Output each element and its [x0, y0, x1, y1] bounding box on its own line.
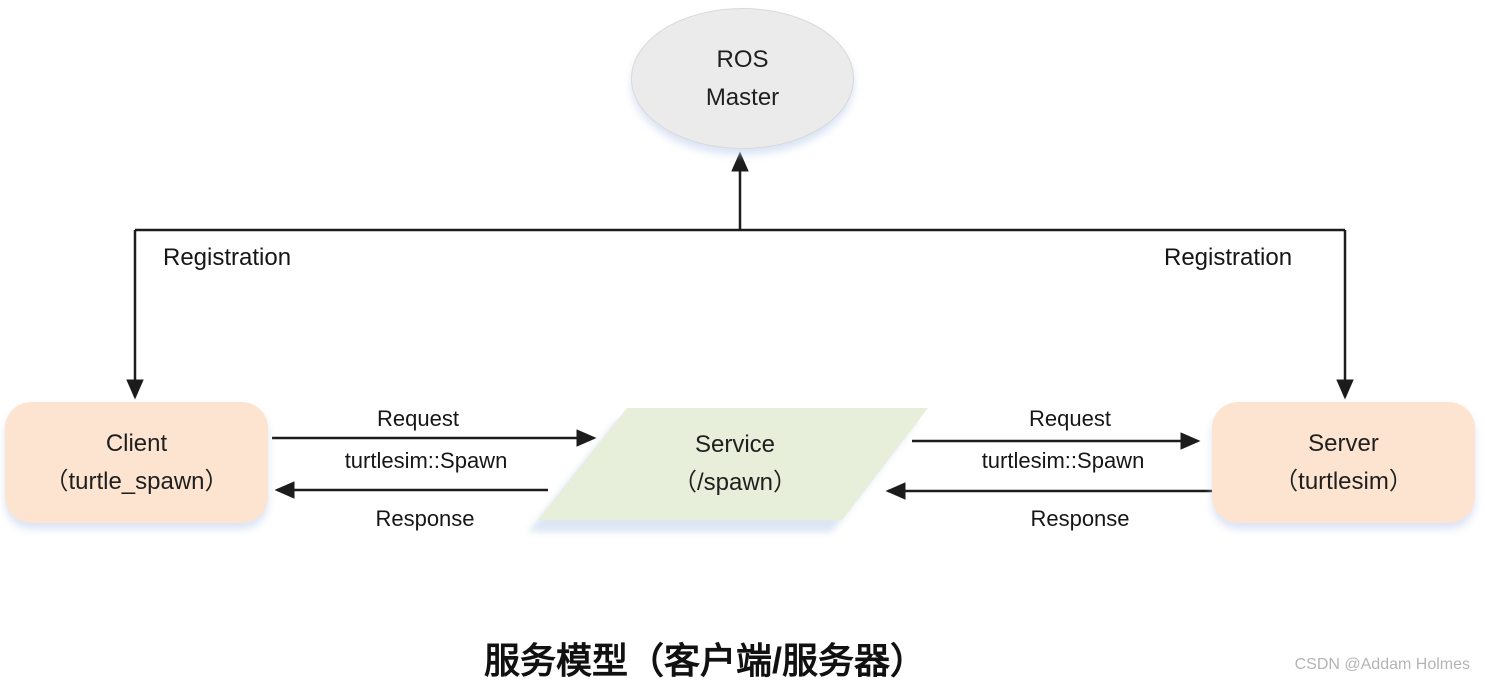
- client-label-line1: Client: [105, 429, 168, 457]
- diagram-caption: 服务模型（客户端/服务器）: [483, 640, 927, 681]
- service-server-type-label: turtlesim::Spawn: [981, 448, 1145, 473]
- node-service: Service （/spawn）: [585, 414, 885, 514]
- service-label-line2: （/spawn）: [672, 469, 798, 496]
- service-parallelogram: [538, 408, 928, 520]
- ros-master-label-line1: ROS: [716, 45, 769, 73]
- server-response-label: Response: [1030, 506, 1130, 531]
- node-server: Server （turtlesim）: [1212, 402, 1475, 523]
- node-ros-master: ROS Master: [631, 8, 854, 149]
- server-label-line2: （turtlesim）: [1274, 467, 1413, 495]
- client-service-type-label: turtlesim::Spawn: [344, 448, 508, 473]
- registration-right-label: Registration: [1164, 244, 1293, 271]
- server-label-line1: Server: [1308, 429, 1379, 457]
- csdn-watermark: CSDN @Addam Holmes: [1294, 656, 1470, 673]
- client-label-line2: （turtle_spawn）: [44, 467, 229, 495]
- server-request-label: Request: [1029, 406, 1111, 431]
- service-label-line1: Service: [694, 431, 776, 458]
- registration-left-label: Registration: [163, 244, 292, 271]
- client-response-label: Response: [375, 506, 475, 531]
- node-client: Client （turtle_spawn）: [5, 402, 268, 523]
- client-request-label: Request: [377, 406, 459, 431]
- ros-master-label-line2: Master: [705, 83, 780, 111]
